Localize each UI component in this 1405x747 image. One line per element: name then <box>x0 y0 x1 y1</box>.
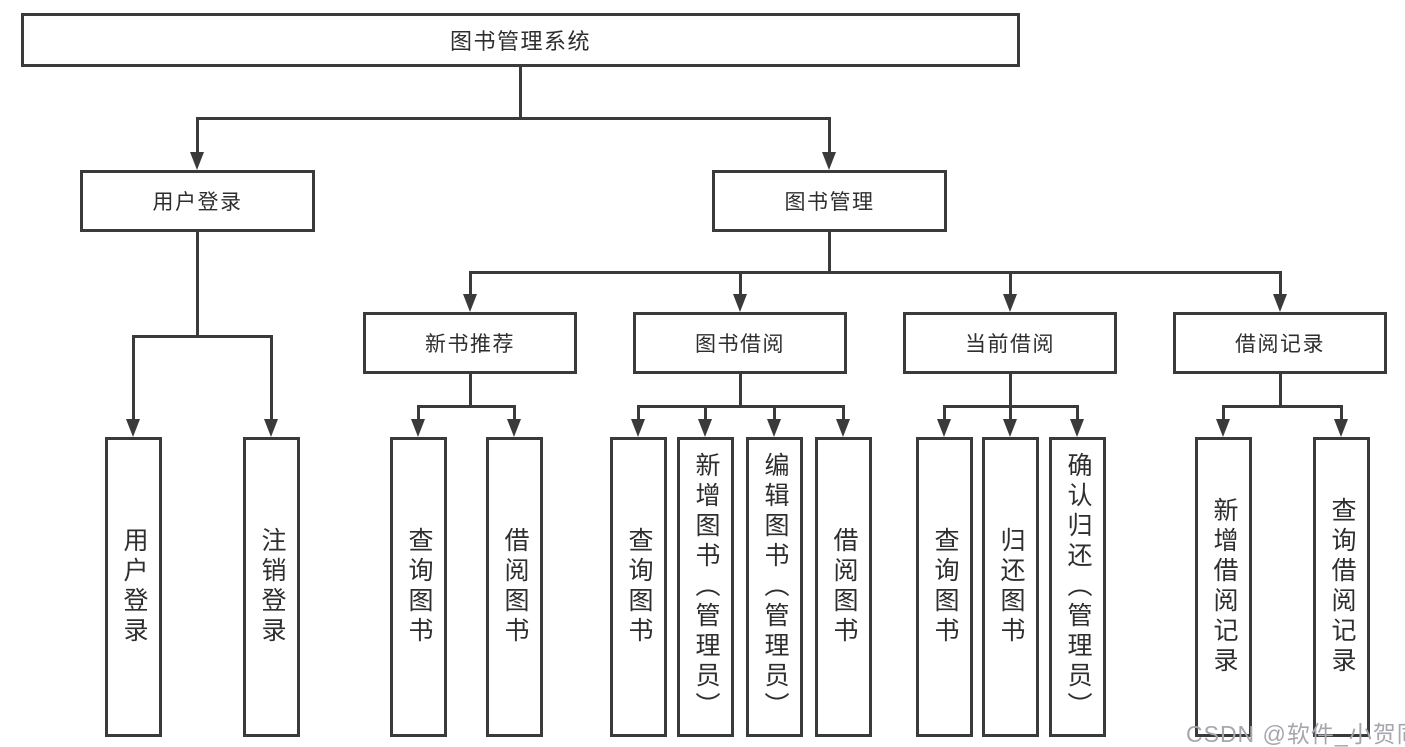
node-label: 借阅记录 <box>1235 333 1325 356</box>
arrow-down-icon <box>411 419 425 437</box>
leaf-add-books-admin: 新增图书（管理员） <box>677 437 734 737</box>
arrow-down-icon <box>1003 419 1017 437</box>
connector-line <box>513 405 516 421</box>
leaf-user-login: 用户登录 <box>105 437 162 737</box>
connector-line <box>842 405 845 421</box>
node-label: 借阅图书 <box>501 527 529 647</box>
connector-line <box>1009 372 1012 408</box>
connector-line <box>637 405 640 421</box>
connector-line <box>469 271 472 296</box>
connector-line <box>828 230 831 274</box>
arrow-down-icon <box>767 419 781 437</box>
node-label: 新书推荐 <box>425 333 515 356</box>
connector-line <box>196 117 199 153</box>
connector-line <box>469 271 1281 274</box>
node-borrowing-records: 借阅记录 <box>1173 312 1387 374</box>
arrow-down-icon <box>1216 419 1230 437</box>
csdn-watermark: CSDN @软件_小贺同学 <box>1186 721 1405 747</box>
connector-line <box>943 405 946 421</box>
node-book-management: 图书管理 <box>712 170 947 232</box>
connector-line <box>1222 405 1343 408</box>
arrow-down-icon <box>698 419 712 437</box>
node-label: 查询借阅记录 <box>1328 497 1356 677</box>
arrow-down-icon <box>507 419 521 437</box>
connector-line <box>196 230 199 338</box>
node-label: 查询图书 <box>931 527 959 647</box>
node-label: 借阅图书 <box>830 527 858 647</box>
connector-line <box>1009 271 1012 296</box>
connector-line <box>828 117 831 153</box>
leaf-logout: 注销登录 <box>243 437 300 737</box>
connector-line <box>704 405 707 421</box>
arrow-down-icon <box>1334 419 1348 437</box>
node-label: 图书管理 <box>784 191 875 214</box>
arrow-down-icon <box>126 419 140 437</box>
node-label: 编辑图书（管理员） <box>761 452 789 722</box>
arrow-down-icon <box>822 152 836 170</box>
arrow-down-icon <box>264 419 278 437</box>
connector-line <box>417 405 516 408</box>
connector-line <box>1279 271 1282 296</box>
arrow-down-icon <box>733 294 747 312</box>
connector-line <box>519 66 522 119</box>
leaf-borrow-books-recommend: 借阅图书 <box>486 437 543 737</box>
leaf-edit-books-admin: 编辑图书（管理员） <box>746 437 803 737</box>
connector-line <box>1076 405 1079 421</box>
leaf-return-books: 归还图书 <box>982 437 1039 737</box>
connector-line <box>1222 405 1225 421</box>
connector-line <box>1009 405 1012 421</box>
node-label: 当前借阅 <box>965 333 1055 356</box>
node-current-borrowing: 当前借阅 <box>903 312 1117 374</box>
arrow-down-icon <box>1070 419 1084 437</box>
connector-line <box>1279 372 1282 408</box>
connector-line <box>196 117 831 120</box>
leaf-confirm-return-admin: 确认归还（管理员） <box>1049 437 1106 737</box>
node-user-login: 用户登录 <box>80 170 315 232</box>
leaf-query-books-recommend: 查询图书 <box>390 437 447 737</box>
arrow-down-icon <box>1273 294 1287 312</box>
leaf-borrow-books-borrowing: 借阅图书 <box>815 437 872 737</box>
node-book-borrowing: 图书借阅 <box>633 312 847 374</box>
arrow-down-icon <box>463 294 477 312</box>
connector-line <box>270 335 273 421</box>
connector-line <box>417 405 420 421</box>
leaf-query-books-current: 查询图书 <box>916 437 973 737</box>
node-label: 查询图书 <box>405 527 433 647</box>
node-label: 注销登录 <box>258 527 286 647</box>
arrow-down-icon <box>631 419 645 437</box>
node-new-book-recommendation: 新书推荐 <box>363 312 577 374</box>
arrow-down-icon <box>937 419 951 437</box>
connector-line <box>773 405 776 421</box>
node-label: 图书管理系统 <box>449 29 591 54</box>
leaf-query-books-borrowing: 查询图书 <box>610 437 667 737</box>
node-library-management-system: 图书管理系统 <box>21 13 1020 67</box>
node-label: 用户登录 <box>152 191 243 214</box>
connector-line <box>132 335 273 338</box>
node-label: 归还图书 <box>997 527 1025 647</box>
connector-line <box>739 372 742 408</box>
connector-line <box>469 372 472 408</box>
node-label: 确认归还（管理员） <box>1064 452 1092 722</box>
connector-line <box>132 335 135 421</box>
connector-line <box>739 271 742 296</box>
leaf-query-borrow-record: 查询借阅记录 <box>1313 437 1370 737</box>
arrow-down-icon <box>1003 294 1017 312</box>
arrow-down-icon <box>836 419 850 437</box>
leaf-add-borrow-record: 新增借阅记录 <box>1195 437 1252 737</box>
node-label: 新增借阅记录 <box>1210 497 1238 677</box>
node-label: 用户登录 <box>120 527 148 647</box>
arrow-down-icon <box>190 152 204 170</box>
node-label: 图书借阅 <box>695 333 785 356</box>
node-label: 新增图书（管理员） <box>692 452 720 722</box>
node-label: 查询图书 <box>625 527 653 647</box>
connector-line <box>1340 405 1343 421</box>
connector-line <box>637 405 845 408</box>
